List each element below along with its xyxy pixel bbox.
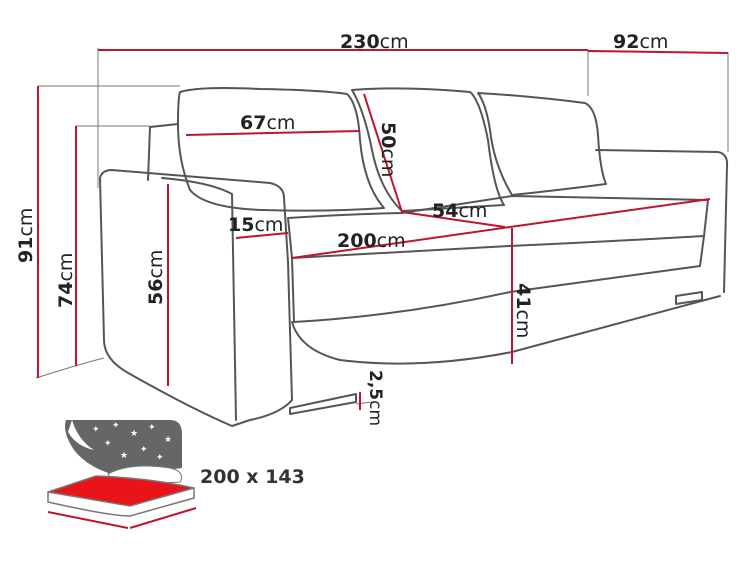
svg-text:✦: ✦ — [92, 425, 100, 435]
sofa-seat — [287, 195, 709, 259]
armrest-width-line — [235, 232, 289, 239]
extension-lines — [38, 48, 729, 188]
back-cushion-left — [177, 87, 385, 212]
svg-text:✦: ✦ — [104, 439, 112, 449]
seat-height-label: 41cm — [512, 283, 534, 338]
sleeping-area-icon: ✦✦★ ✦★✦ ✦★✦ — [47, 420, 197, 529]
sleeping-area-size: 200 x 143 — [200, 466, 305, 488]
night-sky-panel — [65, 420, 182, 476]
seat-back-line — [509, 198, 711, 228]
armrest-width-label: 15cm — [228, 214, 283, 236]
svg-text:✦: ✦ — [156, 453, 164, 463]
sofa-back-frame — [147, 123, 729, 293]
leg-height-label: 2,5cm — [365, 370, 385, 426]
leg-reference-line — [355, 401, 373, 405]
stars-icon: ✦✦★ ✦★✦ ✦★✦ — [92, 421, 172, 463]
seat-width-line — [291, 226, 511, 259]
svg-text:✦: ✦ — [148, 423, 156, 433]
back-cushion-middle — [351, 87, 505, 212]
cushion-height-line — [363, 93, 403, 213]
depth-line — [587, 50, 729, 54]
back-cushion-right — [477, 92, 607, 196]
seat-depth-line — [401, 211, 506, 228]
height-label: 91cm — [15, 208, 37, 263]
svg-text:★: ★ — [120, 451, 128, 461]
dimension-lines — [37, 49, 729, 410]
svg-text:✦: ✦ — [140, 445, 148, 455]
svg-text:✦: ✦ — [112, 421, 120, 431]
sofa-left-armrest — [99, 169, 293, 427]
svg-text:★: ★ — [130, 429, 138, 439]
armrest-height-label: 56cm — [145, 250, 167, 305]
cushion-width-label: 67cm — [240, 112, 295, 134]
sofa-leg-front — [289, 393, 357, 415]
svg-text:★: ★ — [164, 435, 172, 445]
seat-width-label: 200cm — [337, 230, 406, 252]
armrest-inner-seam — [161, 177, 237, 421]
sleeping-width-line — [47, 511, 129, 529]
sofa-front-base — [291, 235, 721, 365]
sofa-drawing — [35, 87, 729, 427]
back-height-label: 74cm — [55, 253, 77, 308]
moon-icon — [68, 420, 94, 450]
sofa-leg-back — [675, 291, 703, 305]
floor-line — [35, 357, 105, 379]
cushion-width-line — [185, 130, 361, 136]
mattress-top — [47, 475, 195, 507]
sleeping-depth-line — [129, 507, 197, 529]
width-label: 230cm — [340, 31, 409, 53]
depth-label: 92cm — [613, 31, 668, 53]
cushion-height-label: 50cm — [377, 122, 399, 177]
seat-depth-label: 54cm — [432, 200, 487, 222]
